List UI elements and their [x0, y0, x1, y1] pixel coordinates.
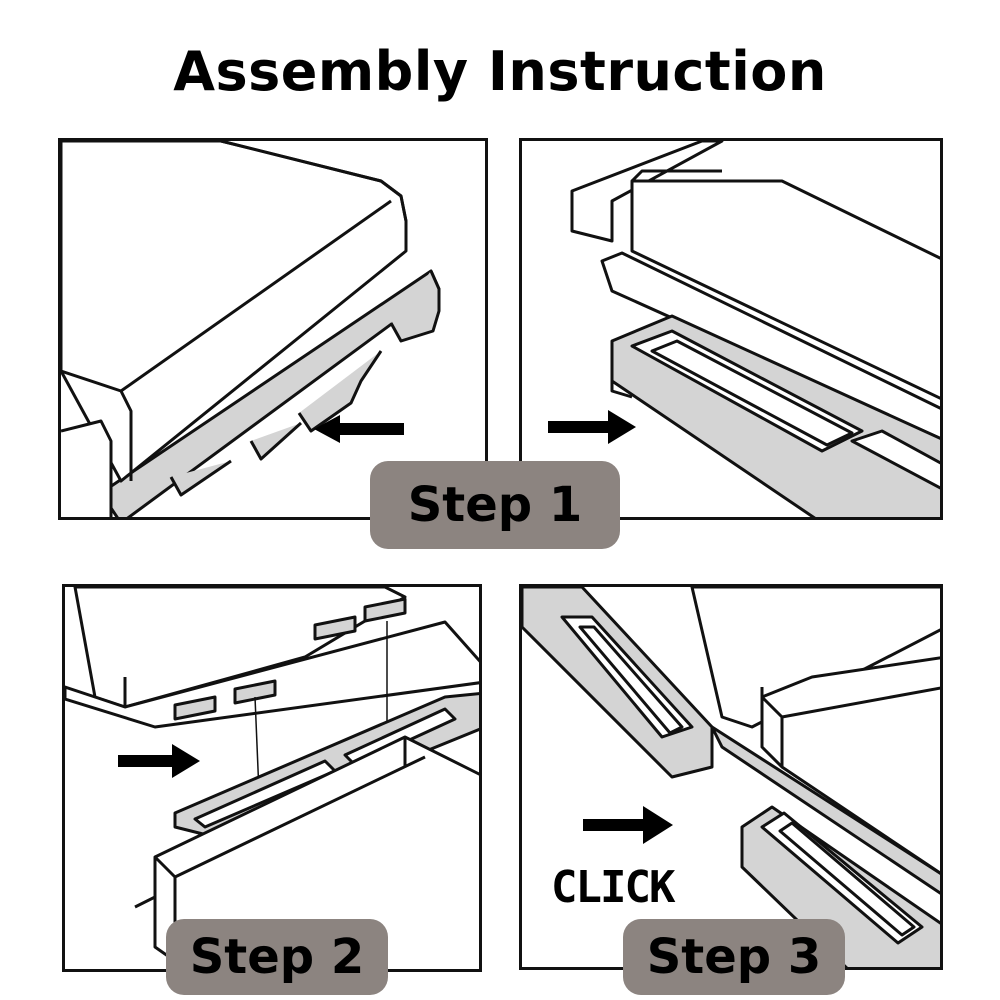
arrow-left-icon	[314, 415, 404, 443]
panel-step1-left	[58, 138, 488, 520]
step-label-2: Step 2	[166, 919, 388, 995]
tray-illustration	[570, 141, 940, 517]
arrow-right-icon	[583, 806, 673, 844]
tray-illustration	[65, 587, 479, 969]
panel-step1-right	[519, 138, 943, 520]
step-label-1: Step 1	[370, 461, 620, 549]
tray-illustration	[61, 141, 441, 517]
page-title: Assembly Instruction	[173, 40, 827, 103]
panel-step2	[62, 584, 482, 972]
step-label-3: Step 3	[623, 919, 845, 995]
click-label: CLICK	[551, 862, 675, 913]
panel-step3	[519, 584, 943, 970]
arrow-right-icon	[118, 744, 200, 778]
arrow-right-icon	[548, 410, 636, 444]
tray-illustration	[522, 587, 940, 967]
